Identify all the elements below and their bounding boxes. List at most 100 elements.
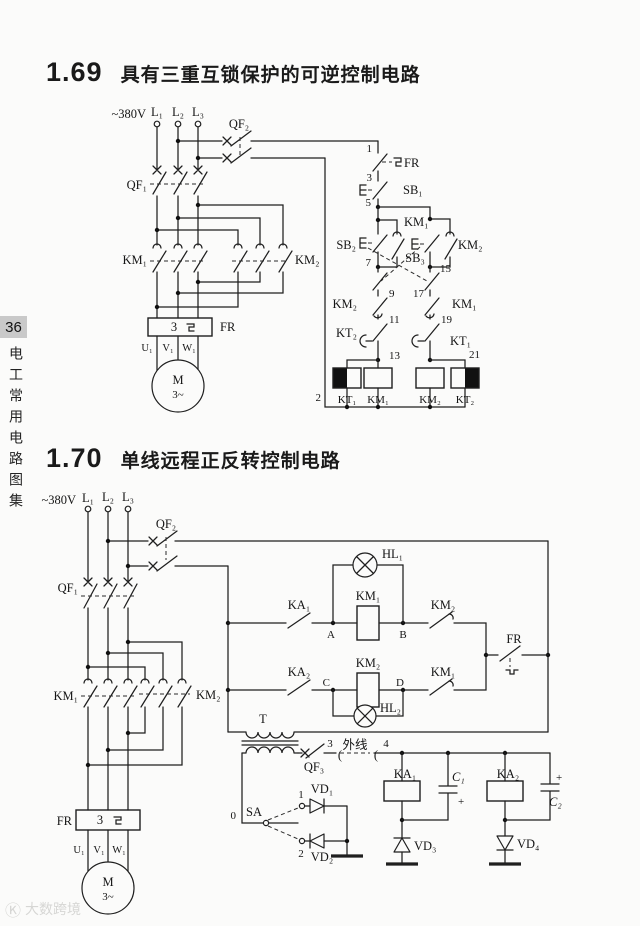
section-heading: 具有三重互锁保护的可逆控制电路 [120, 65, 421, 86]
c1-fr-heater-count: 3 [171, 320, 177, 334]
c1-km2-nc-interlock: KM₂ [333, 297, 388, 320]
c2-transformer: T [227, 712, 549, 754]
c2-ka1-relay: KA₁ [383, 752, 421, 839]
section-title-1-70: 1.70 单线远程正反转控制电路 [46, 443, 341, 474]
c1-sb3-label: SB₃ [405, 251, 425, 265]
c2-vd3-label: VD₃ [414, 839, 436, 853]
c1-node15: 15 [440, 263, 452, 275]
c1-node9: 9 [389, 288, 395, 300]
c2-km2-coil-label: KM₂ [356, 656, 381, 670]
c2-fr-nc-contact: FR [485, 632, 549, 675]
c2-nodeA: A [327, 629, 335, 641]
c2-c2-plus: + [556, 772, 562, 784]
c1-node5: 5 [366, 197, 372, 209]
c2-nodeC: C [323, 677, 330, 689]
c1-motor-circle [151, 359, 205, 413]
c1-node2: 2 [316, 392, 322, 404]
circuit-1-70: ~380V L₁ L₂ L₃ QF₂ QF₁ KM₁ KM₂ [41, 490, 562, 915]
c1-fr-heater-icon [186, 323, 195, 332]
c2-vd4-diode: VD₄ [489, 835, 539, 866]
c2-vd2-label: VD₂ [311, 850, 333, 864]
section-number: 1.69 [46, 57, 103, 87]
c2-L1-label: L₁ [82, 491, 94, 505]
c2-break-mark-1: ( [338, 748, 342, 762]
c2-node0: 0 [231, 810, 237, 822]
c2-node3: 3 [327, 738, 333, 750]
c1-km1-contactor: KM₁ [123, 243, 208, 273]
c1-node13: 13 [389, 350, 401, 362]
c1-sb1-label: SB₁ [403, 183, 423, 197]
c2-c1-plus: + [458, 796, 464, 808]
watermark-text: 大数跨境 [25, 901, 82, 917]
c2-w1-label: W₁ [112, 845, 126, 856]
c2-motor-circle [81, 861, 135, 915]
c1-rail [324, 157, 466, 408]
c2-ka2-contact-label: KA₂ [288, 665, 310, 679]
c1-L1-label: L₁ [151, 105, 163, 119]
c2-c1-capacitor: C₁ + [401, 752, 465, 821]
c2-ka1-contact-label: KA₁ [288, 598, 310, 612]
c1-sb2-label: SB₂ [336, 238, 356, 252]
section-heading: 单线远程正反转控制电路 [120, 451, 341, 472]
c1-km2-aux-label: KM₂ [458, 238, 483, 252]
c1-motor-3ph: 3~ [172, 389, 184, 401]
c1-km1-nc-interlock: KM₁ [424, 297, 477, 320]
c1-node7: 7 [366, 257, 372, 269]
c2-vd3-diode: VD₃ [386, 837, 436, 866]
c2-rails [227, 540, 549, 733]
c1-sb2-button: SB₂ [336, 234, 388, 268]
c2-km1-nc-label: KM₁ [431, 665, 456, 679]
c2-waixian-label: 外线 [342, 738, 368, 752]
c1-fr-nc-contact: 1 FR 3 [367, 140, 420, 184]
c1-km2-aux-contact: KM₂ [429, 231, 483, 268]
c2-row1: KA₁ KM₁ KM₂ A B [227, 589, 487, 656]
c2-vd2-diode: VD₂ [304, 833, 348, 864]
c2-hl2-lamp: HL₂ [332, 689, 404, 728]
c1-km1-aux-label: KM₁ [404, 215, 429, 229]
c2-nodeB: B [399, 629, 406, 641]
c2-node4: 4 [383, 738, 389, 750]
c2-v1-label: V₁ [93, 845, 104, 856]
watermark: Ⓚ 大数跨境 [5, 897, 81, 921]
c2-sa-pos2: 2 [298, 848, 304, 860]
c2-ka2-relay: KA₂ [486, 752, 524, 837]
c2-sa-label: SA [246, 805, 262, 819]
watermark-icon: Ⓚ [5, 903, 22, 920]
c2-qf2-label: QF₂ [156, 517, 176, 531]
c1-L3-label: L₃ [192, 105, 204, 119]
c1-v1-label: V₁ [162, 343, 173, 354]
c2-km2-contactor: KM₂ [85, 639, 221, 768]
c1-kt1-contact-label: KT₁ [450, 334, 471, 348]
c1-node1: 1 [367, 143, 373, 155]
section-title-1-69: 1.69 具有三重互锁保护的可逆控制电路 [46, 57, 421, 88]
section-number: 1.70 [46, 443, 103, 473]
c2-ka1-label: KA₁ [394, 767, 416, 781]
c1-supply-terminals: ~380V L₁ L₂ L₃ [111, 105, 204, 128]
c2-km2-label: KM₂ [196, 688, 221, 702]
c1-km1-label: KM₁ [123, 253, 148, 267]
c2-km1-coil-label: KM₁ [356, 589, 381, 603]
circuit-1-69: ~380V L₁ L₂ L₃ QF₁ QF₂ KM₁ KM₂ [111, 105, 483, 413]
c2-motor-3ph: 3~ [102, 891, 114, 903]
c1-qf1-breaker: QF₁ [127, 165, 208, 195]
c1-qf2-breaker: QF₂ [175, 117, 379, 164]
c2-row2: KA₂ KM₂ KM₁ C D [227, 652, 489, 708]
c2-supply-label: ~380V [41, 493, 76, 507]
c1-node3: 3 [367, 172, 373, 184]
c2-hl2-label: HL₂ [380, 701, 401, 715]
c2-fr-heater-count: 3 [97, 813, 103, 827]
c1-sb3-nc-contact [372, 266, 388, 297]
c2-c1-label: C₁ [452, 770, 465, 784]
c1-L2-label: L₂ [172, 105, 184, 119]
c1-qf1-label: QF₁ [127, 178, 147, 192]
c2-L3-label: L₃ [122, 490, 134, 504]
c2-motor-m: M [102, 875, 113, 889]
c2-km1-label: KM₁ [54, 689, 79, 703]
c1-sb3-button: SB₃ [405, 234, 440, 268]
c2-qf2-breaker: QF₂ [105, 517, 549, 572]
c1-km1-aux-contact: KM₁ [377, 215, 429, 268]
c1-sb1-stop-button: SB₁ [359, 181, 423, 208]
c2-vd4-label: VD₄ [517, 837, 539, 851]
c1-qf2-label: QF₂ [229, 117, 249, 131]
c1-fr-label: FR [220, 320, 236, 334]
